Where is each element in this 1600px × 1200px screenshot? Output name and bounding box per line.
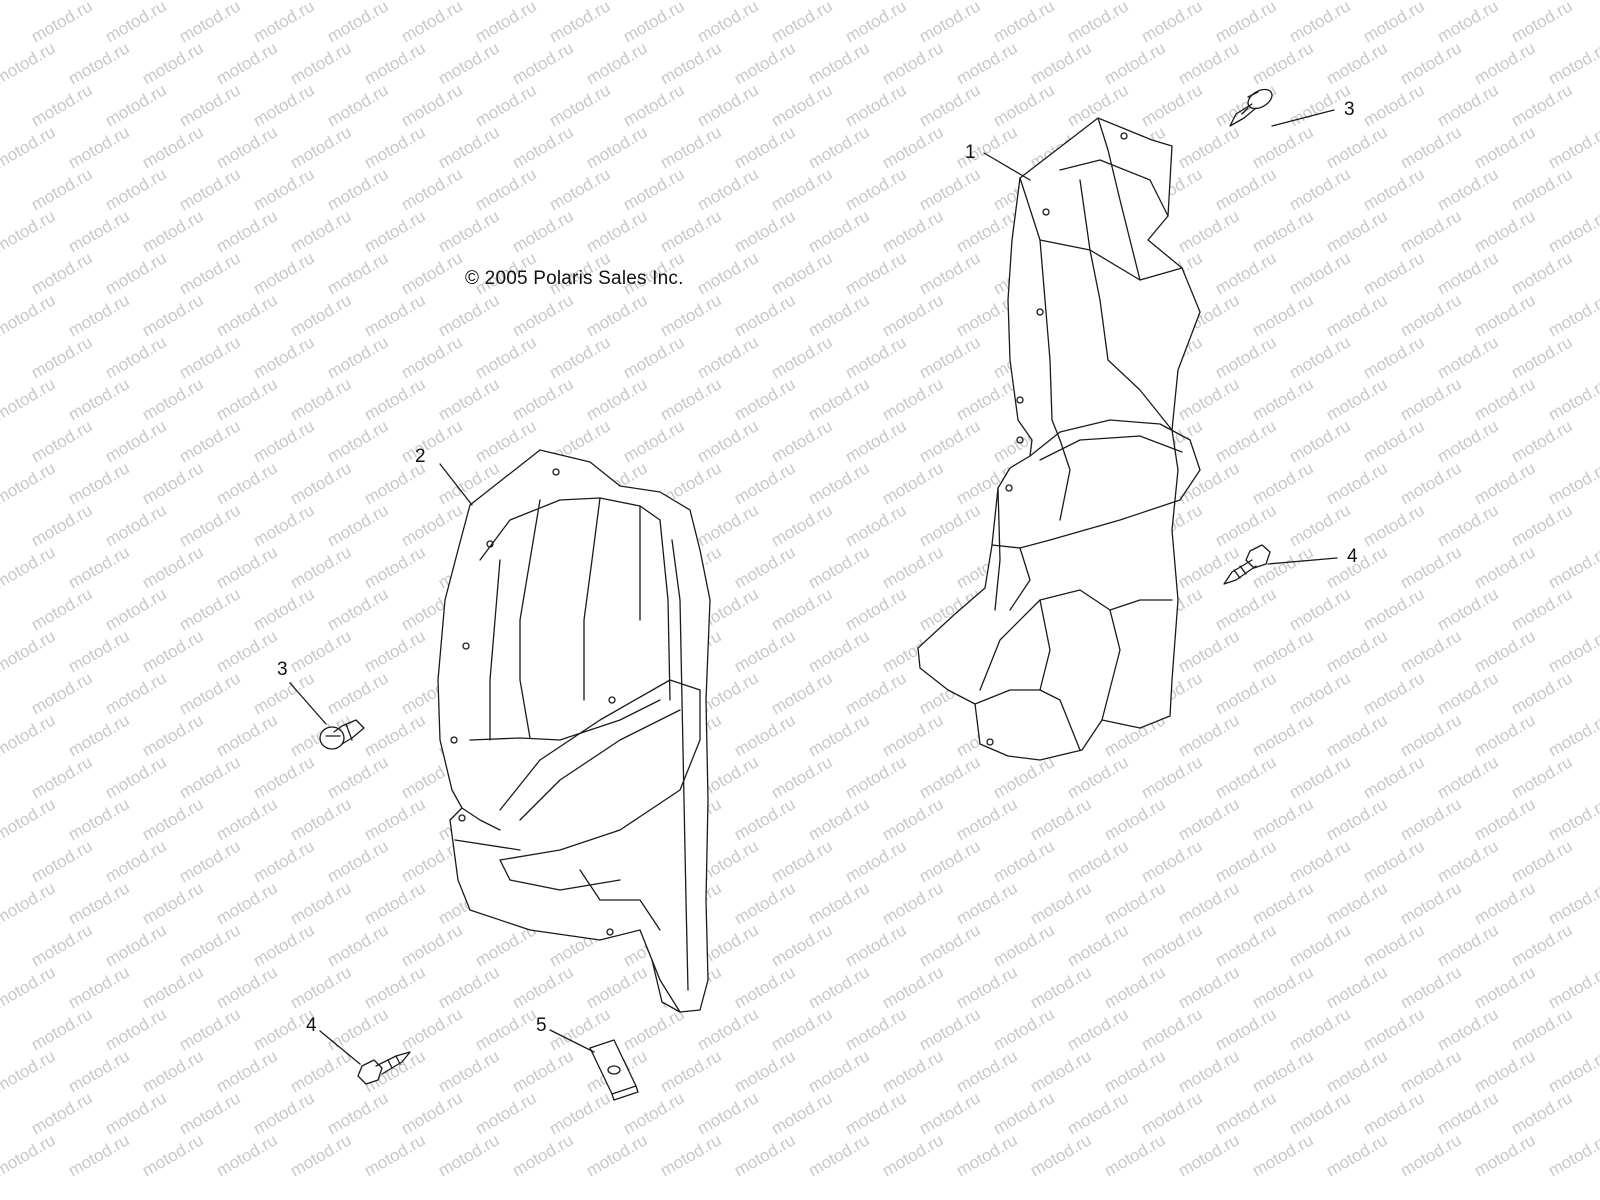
callout-3-top: 3 — [1344, 99, 1355, 120]
callout-1: 1 — [965, 142, 976, 163]
part-5-clip — [589, 1039, 639, 1101]
part-4-screw-right — [1223, 544, 1271, 585]
part-3-rivet-top — [1229, 88, 1273, 127]
part-4-screw-bottom — [357, 1051, 411, 1085]
part-3-rivet-left — [319, 719, 365, 750]
part-2-guard — [437, 449, 711, 1013]
leader-1 — [983, 152, 1031, 181]
leader-3-top — [1271, 109, 1335, 127]
leader-4-bottom — [319, 1030, 361, 1065]
leader-3-left — [289, 682, 327, 725]
copyright-text: © 2005 Polaris Sales Inc. — [465, 268, 684, 289]
callout-4-right: 4 — [1347, 546, 1358, 567]
callout-5: 5 — [536, 1015, 547, 1036]
leader-5 — [549, 1029, 595, 1053]
callout-4-bottom: 4 — [306, 1015, 317, 1036]
callout-2: 2 — [415, 446, 426, 467]
leader-4-right — [1267, 557, 1338, 565]
callout-3-left: 3 — [277, 659, 288, 680]
part-1-guard — [917, 117, 1201, 761]
leader-2 — [439, 463, 473, 506]
